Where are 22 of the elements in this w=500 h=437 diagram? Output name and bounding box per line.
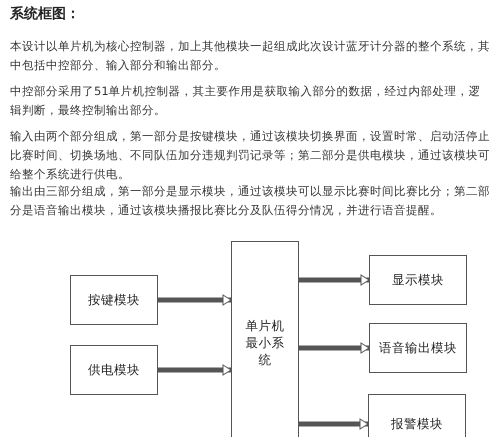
node-label: 供电模块	[88, 362, 140, 378]
module-box	[369, 323, 467, 373]
arrow	[299, 418, 368, 430]
node-label: 显示模块	[392, 272, 444, 288]
paragraph-text: 中控部分采用了51单片机控制器，其主要作用是获取输入部分的数据，经过内部处理，逻辑判断，最终控制输出部分。	[10, 83, 482, 119]
arrow	[299, 342, 370, 354]
arrow	[299, 274, 370, 286]
node-label: 语音输出模块	[379, 340, 457, 356]
node-label: 按键模块	[88, 292, 140, 308]
module-box	[70, 345, 158, 395]
arrow	[158, 364, 232, 376]
module-box	[369, 255, 467, 305]
section-heading: 系统框图：	[10, 5, 80, 23]
module-box	[70, 275, 158, 325]
controller-box	[231, 241, 299, 437]
paragraph-text: 本设计以单片机为核心控制器，加上其他模块一起组成此次设计蓝牙计分器的整个系统，其中包括中控部分、输入部分和输出部分。	[10, 38, 491, 74]
paragraph-text: 输入由两个部分组成，第一部分是按键模块，通过该模块切换界面，设置时常、启动活停止比赛时间、切换场地、不同队伍加分违规判罚记录等；第二部分是供电模块，通过该模块可给整个系统进行供电。	[10, 128, 491, 183]
module-box	[368, 394, 466, 437]
node-label: 报警模块	[391, 416, 443, 432]
paragraph-text: 输出由三部分组成，第一部分是显示模块，通过该模块可以显示比赛时间比赛比分；第二部分是语音输出模块，通过该模块播报比赛比分及队伍得分情况，并进行语音提醒。	[10, 183, 491, 219]
node-label: 单片机最小系统	[245, 318, 285, 369]
arrow	[158, 294, 232, 306]
